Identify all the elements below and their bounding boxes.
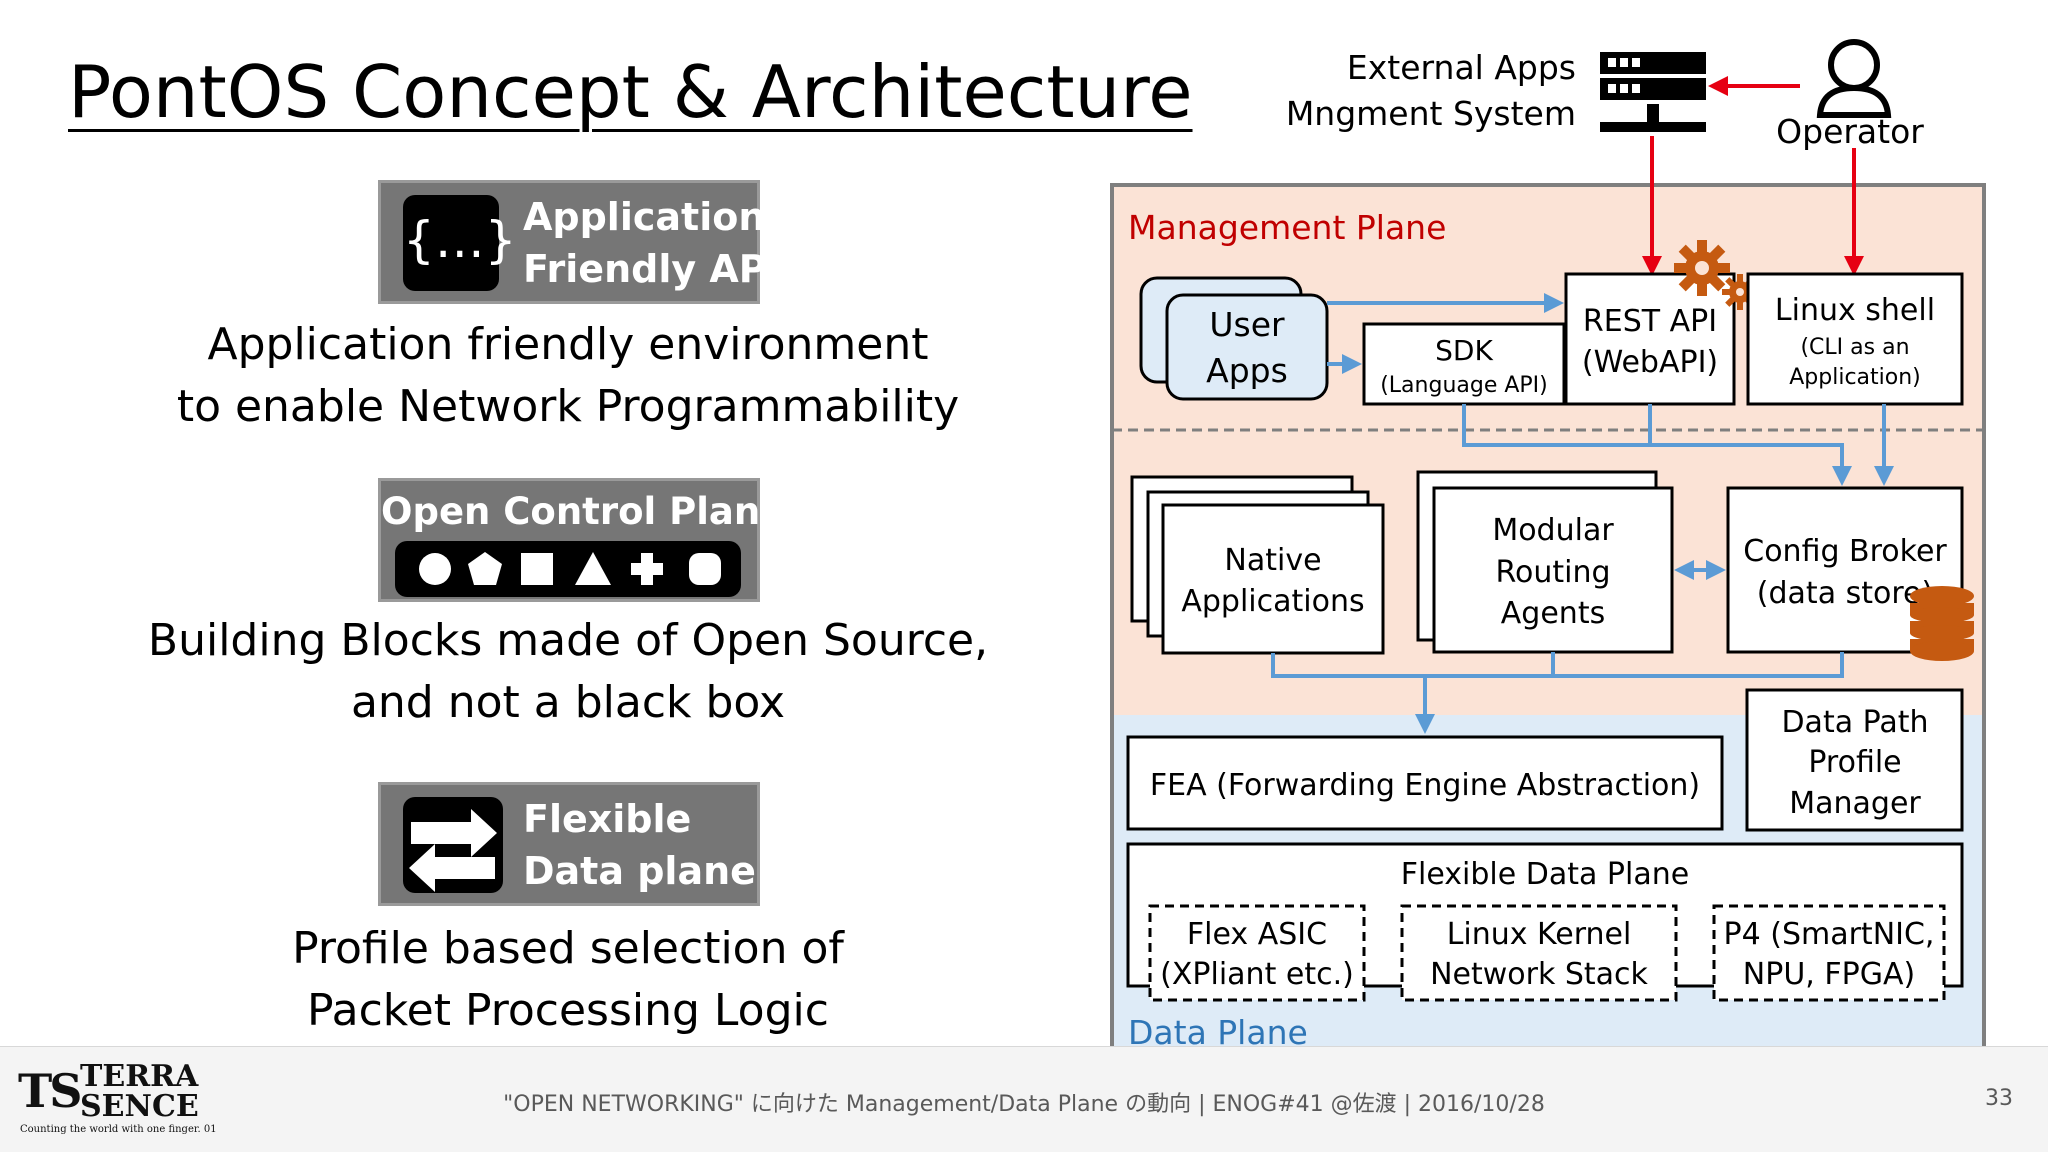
flex-asic-line1: Flex ASIC — [1187, 917, 1327, 952]
external-apps-line1: External Apps — [1347, 48, 1576, 87]
company-logo-terra: TERRA — [80, 1059, 199, 1094]
p4-line1: P4 (SmartNIC, — [1724, 917, 1935, 952]
flex-asic-line2: (XPliant etc.) — [1160, 957, 1354, 992]
page-title: PontOS Concept & Architecture — [68, 50, 1193, 134]
linux-kernel-box — [1400, 904, 1678, 1002]
square-shape-icon — [521, 553, 553, 585]
desc3: Profile based selection of Packet Proces… — [100, 918, 1036, 1042]
cross-shape-icon — [631, 553, 663, 585]
fea-box — [1126, 735, 1724, 831]
linux-shell-line2: (CLI as an — [1800, 335, 1909, 360]
app-friendly-api-badge: {…} Application Friendly API — [378, 180, 781, 304]
gears-icon — [1674, 240, 1758, 310]
desc1-line1: Application friendly environment — [207, 319, 929, 370]
dp-profile-line1: Data Path — [1781, 705, 1928, 740]
operator-icon — [1816, 39, 1892, 118]
routing-line3: Agents — [1501, 596, 1605, 631]
flex-dp-label: Flexible Data Plane — [1401, 857, 1689, 892]
rest-api-line2: (WebAPI) — [1582, 345, 1718, 380]
external-apps-line2: Mngment System — [1286, 94, 1576, 133]
bidirectional-arrows-icon — [403, 797, 503, 893]
badge3-line1: Flexible — [523, 797, 692, 841]
badge1-line1: Application — [523, 195, 766, 239]
desc1: Application friendly environment to enab… — [100, 314, 1036, 438]
operator-label: Operator — [1776, 112, 1924, 151]
database-icon — [1910, 586, 1974, 661]
desc1-line2: to enable Network Programmability — [176, 381, 960, 432]
user-apps-line2: Apps — [1206, 351, 1288, 390]
linux-shell-line1: Linux shell — [1775, 293, 1935, 328]
badge2-label: Open Control Plane — [381, 490, 786, 533]
desc2-line2: and not a black box — [350, 677, 786, 728]
user-apps-box — [1165, 293, 1329, 401]
native-apps-line2: Applications — [1181, 584, 1364, 619]
routing-line2: Routing — [1495, 555, 1610, 590]
triangle-shape-icon — [575, 552, 611, 585]
linux-kernel-line2: Network Stack — [1430, 957, 1648, 992]
p4-box — [1712, 904, 1946, 1002]
footer-background — [0, 1047, 2048, 1152]
management-plane-label: Management Plane — [1128, 208, 1446, 247]
sdk-line2: (Language API) — [1380, 373, 1548, 398]
sdk-box — [1362, 322, 1566, 406]
desc2-line1: Building Blocks made of Open Source, — [147, 615, 989, 666]
footer-text: "OPEN NETWORKING" に向けた Management/Data P… — [503, 1092, 1545, 1117]
company-logo-tagline: Counting the world with one finger. 01 — [20, 1124, 217, 1135]
native-apps-line1: Native — [1224, 543, 1321, 578]
flexible-data-plane-badge: Flexible Data plane — [378, 782, 760, 906]
data-plane-label: Data Plane — [1128, 1013, 1308, 1052]
config-broker-line2: (data store) — [1757, 576, 1933, 611]
routing-box — [1432, 486, 1674, 654]
pentagon-shape-icon — [468, 552, 502, 585]
desc2: Building Blocks made of Open Source, and… — [100, 610, 1036, 734]
desc3-line2: Packet Processing Logic — [307, 985, 829, 1036]
rest-api-line1: REST API — [1583, 304, 1717, 339]
dp-profile-box — [1745, 688, 1964, 832]
dp-profile-line2: Profile — [1808, 745, 1901, 780]
page-number: 33 — [1985, 1086, 2013, 1111]
company-logo-ts: TS — [18, 1064, 82, 1118]
flex-asic-box — [1148, 904, 1366, 1002]
rest-api-box — [1564, 272, 1736, 406]
curly-braces-icon: {…} — [403, 195, 517, 291]
sdk-line1: SDK — [1435, 334, 1493, 367]
rounded-square-shape-icon — [689, 553, 721, 585]
routing-line1: Modular — [1492, 513, 1614, 548]
server-icon — [1600, 52, 1706, 132]
config-broker-line1: Config Broker — [1743, 534, 1947, 569]
p4-line2: NPU, FPGA) — [1743, 957, 1915, 992]
linux-kernel-line1: Linux Kernel — [1447, 917, 1632, 952]
footer-divider — [0, 1046, 2048, 1047]
open-control-plane-badge: Open Control Plane — [378, 478, 786, 602]
badge3-line2: Data plane — [523, 849, 756, 893]
linux-shell-line3: Application) — [1789, 365, 1921, 390]
building-blocks-shapes — [395, 541, 741, 597]
fea-label: FEA (Forwarding Engine Abstraction) — [1150, 768, 1700, 803]
circle-shape-icon — [419, 553, 451, 585]
company-logo-sence: SENCE — [80, 1089, 199, 1124]
badge1-line2: Friendly API — [523, 247, 781, 291]
native-apps-box — [1161, 503, 1385, 655]
linux-shell-box — [1746, 272, 1964, 406]
user-apps-line1: User — [1209, 305, 1285, 344]
curly-braces-icon-text: {…} — [403, 211, 517, 269]
desc3-line1: Profile based selection of — [292, 923, 844, 974]
dp-profile-line3: Manager — [1789, 786, 1921, 821]
